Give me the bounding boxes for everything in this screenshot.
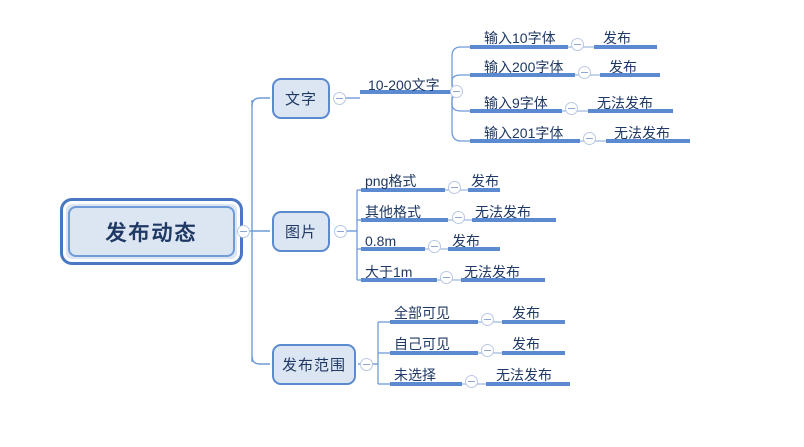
root-node-inner: 发布动态 xyxy=(68,206,235,257)
collapse-toggle-icon-leaf[interactable] xyxy=(465,375,478,388)
collapse-toggle-icon-leaf[interactable] xyxy=(481,313,494,326)
collapse-toggle-icon-leaf[interactable] xyxy=(428,240,441,253)
collapse-toggle-icon-leaf[interactable] xyxy=(565,102,578,115)
leaf-result-label: 发布 xyxy=(452,233,480,249)
branch-node-scope-label: 发布范围 xyxy=(281,357,346,374)
leaf-input-label: png格式 xyxy=(365,173,417,189)
collapse-toggle-icon-leaf[interactable] xyxy=(440,271,453,284)
leaf-input-label: 其他格式 xyxy=(365,204,421,220)
collapse-toggle-icon-leaf[interactable] xyxy=(571,38,584,51)
leaf-result-label: 发布 xyxy=(603,30,631,46)
branch-node-scope[interactable]: 发布范围 xyxy=(272,344,356,385)
root-node-label: 发布动态 xyxy=(105,221,198,245)
leaf-input-label: 输入9字体 xyxy=(484,95,548,111)
leaf-input-label: 未选择 xyxy=(394,367,436,383)
leaf-result-label: 发布 xyxy=(512,305,540,321)
leaf-input-label: 0.8m xyxy=(365,233,397,249)
leaf-input-label: 自己可见 xyxy=(394,336,450,352)
leaf-input-label: 大于1m xyxy=(365,264,413,280)
leaf-result-label: 无法发布 xyxy=(597,95,653,111)
collapse-toggle-icon-text[interactable] xyxy=(333,92,346,105)
root-node[interactable]: 发布动态 xyxy=(60,198,243,265)
leaf-input-label: 输入200字体 xyxy=(484,59,564,75)
collapse-toggle-icon-text-range[interactable] xyxy=(450,85,463,98)
leaf-input-label: 输入10字体 xyxy=(484,30,556,46)
leaf-result-label: 无法发布 xyxy=(496,367,552,383)
leaf-input-label: 输入201字体 xyxy=(484,125,564,141)
branch-node-image-label: 图片 xyxy=(284,224,317,241)
leaf-result-label: 发布 xyxy=(471,173,499,189)
branch-node-text-label: 文字 xyxy=(284,91,317,108)
collapse-toggle-icon-scope[interactable] xyxy=(360,358,373,371)
leaf-input-label: 全部可见 xyxy=(394,305,450,321)
branch-node-image[interactable]: 图片 xyxy=(272,211,330,252)
collapse-toggle-icon-image[interactable] xyxy=(334,225,347,238)
collapse-toggle-icon-leaf[interactable] xyxy=(481,344,494,357)
collapse-toggle-icon-leaf[interactable] xyxy=(448,181,461,194)
collapse-toggle-icon-leaf[interactable] xyxy=(583,132,596,145)
leaf-result-label: 无法发布 xyxy=(464,264,520,280)
collapse-toggle-icon-leaf[interactable] xyxy=(578,66,591,79)
leaf-result-label: 无法发布 xyxy=(614,125,670,141)
leaf-result-label: 发布 xyxy=(609,59,637,75)
leaf-result-label: 无法发布 xyxy=(475,204,531,220)
collapse-toggle-icon-root[interactable] xyxy=(237,225,250,238)
branch-node-text[interactable]: 文字 xyxy=(272,78,330,119)
condition-label-text-range: 10-200文字 xyxy=(368,77,440,93)
leaf-result-label: 发布 xyxy=(512,336,540,352)
collapse-toggle-icon-leaf[interactable] xyxy=(452,211,465,224)
